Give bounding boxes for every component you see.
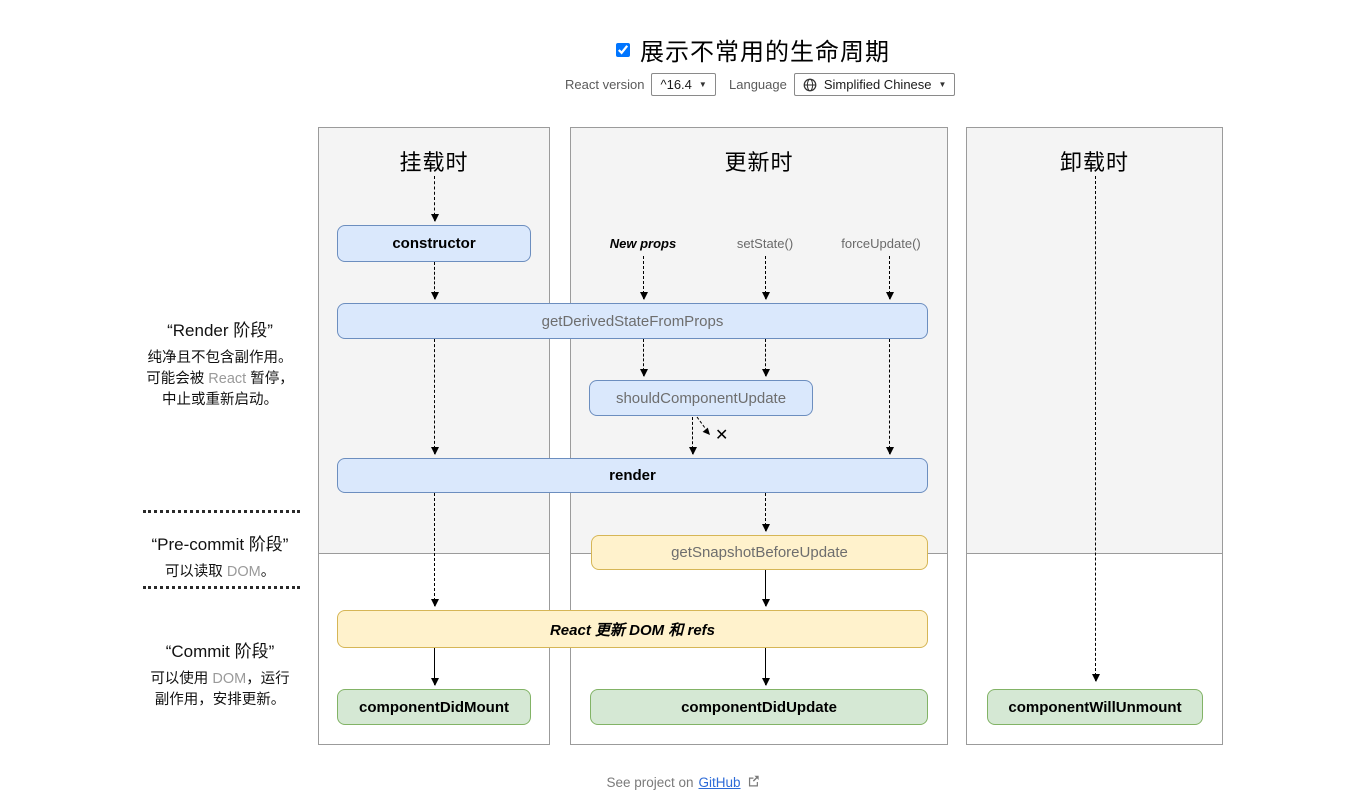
chevron-down-icon: ▼: [938, 80, 947, 89]
phase-render-title: “Render 阶段”: [167, 321, 273, 340]
flow-arrow: [762, 570, 770, 607]
render-phase-background: [967, 128, 1222, 554]
method-get-derived-state-from-props[interactable]: getDerivedStateFromProps: [337, 303, 928, 339]
column-mounting-title: 挂载时: [399, 150, 469, 175]
method-constructor[interactable]: constructor: [337, 225, 531, 262]
phase-commit-label: “Commit 阶段” 可以使用 DOM，运行 副作用，安排更新。: [110, 637, 330, 711]
flow-arrow: [886, 256, 894, 300]
language-select[interactable]: Simplified Chinese ▼: [793, 73, 956, 96]
column-updating: 更新时: [570, 127, 948, 745]
flow-arrow: [762, 493, 770, 532]
phase-commit-description: 可以使用 DOM，运行 副作用，安排更新。: [150, 671, 290, 708]
flow-arrow: [689, 417, 697, 455]
footer: See project on GitHub: [606, 775, 759, 790]
github-link[interactable]: GitHub: [698, 775, 741, 790]
phase-pre-commit-label: “Pre-commit 阶段” 可以读取 DOM。: [110, 530, 330, 583]
abort-arrow: [696, 416, 710, 435]
react-version-label: React version: [565, 77, 645, 92]
react-version-value: ^16.4: [660, 77, 692, 92]
trigger-set-state: setState(): [736, 236, 794, 251]
method-get-snapshot-before-update[interactable]: getSnapshotBeforeUpdate: [591, 535, 928, 570]
flow-arrow: [640, 256, 648, 300]
column-updating-title: 更新时: [724, 150, 794, 175]
method-render[interactable]: render: [337, 458, 928, 493]
flow-arrow: [431, 262, 439, 300]
flow-arrow: [762, 256, 770, 300]
phase-render-description: 纯净且不包含副作用。 可能会被 React 暂停， 中止或重新启动。: [146, 350, 294, 408]
flow-arrow: [762, 339, 770, 377]
footer-text: See project on: [606, 775, 694, 790]
abort-x-icon: ✕: [715, 427, 729, 444]
show-less-common-checkbox[interactable]: [616, 42, 630, 57]
method-component-did-update[interactable]: componentDidUpdate: [590, 689, 928, 725]
header-toggle-row: 展示不常用的生命周期: [616, 32, 890, 67]
react-updates-dom-box: React 更新 DOM 和 refs: [337, 610, 928, 648]
language-value: Simplified Chinese: [823, 77, 932, 92]
flow-arrow: [431, 176, 439, 222]
page-title: 展示不常用的生命周期: [640, 39, 890, 66]
phase-commit-title: “Commit 阶段”: [165, 642, 275, 661]
flow-arrow: [1092, 176, 1100, 682]
phase-render-label: “Render 阶段” 纯净且不包含副作用。 可能会被 React 暂停， 中止…: [110, 316, 330, 411]
method-component-did-mount[interactable]: componentDidMount: [337, 689, 531, 725]
chevron-down-icon: ▼: [698, 80, 707, 89]
flow-arrow: [431, 648, 439, 686]
phase-pre-commit-description: 可以读取 DOM。: [164, 564, 276, 580]
flow-arrow: [431, 339, 439, 455]
column-unmounting: 卸载时: [966, 127, 1223, 745]
trigger-force-update: forceUpdate(): [841, 236, 921, 251]
flow-arrow: [762, 648, 770, 686]
flow-arrow: [886, 339, 894, 455]
flow-arrow: [431, 493, 439, 607]
react-version-select[interactable]: ^16.4 ▼: [651, 73, 716, 96]
react-version-control: React version ^16.4 ▼: [565, 73, 716, 96]
language-label: Language: [729, 77, 787, 92]
external-link-icon: [748, 775, 760, 790]
language-control: Language Simplified Chinese ▼: [729, 73, 956, 96]
phase-pre-commit-title: “Pre-commit 阶段”: [151, 535, 289, 554]
method-component-will-unmount[interactable]: componentWillUnmount: [987, 689, 1203, 725]
method-should-component-update[interactable]: shouldComponentUpdate: [589, 380, 813, 416]
phase-separator: [143, 510, 300, 513]
column-unmounting-title: 卸载时: [1059, 150, 1129, 175]
trigger-new-props: New props: [609, 236, 677, 251]
flow-arrow: [640, 339, 648, 377]
globe-icon: [803, 78, 817, 92]
phase-separator: [143, 586, 300, 589]
